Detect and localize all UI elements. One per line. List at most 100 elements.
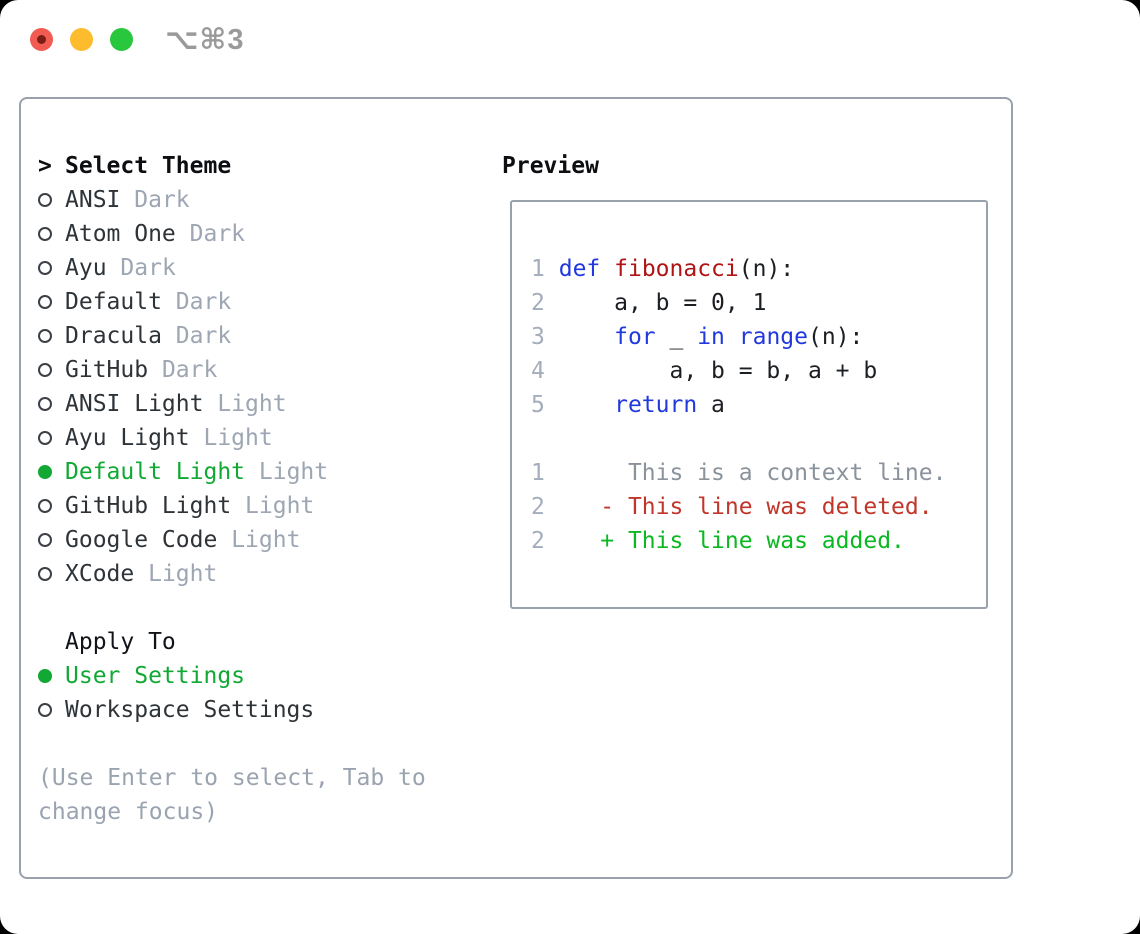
radio-icon [38, 295, 52, 309]
radio-icon [38, 499, 52, 513]
token-fn: fibonacci [614, 256, 739, 282]
option-label: GitHub Light [65, 493, 232, 519]
option-label: Workspace Settings [65, 697, 315, 723]
diff-line: 2 - This line was deleted. [531, 490, 986, 524]
token-pl [600, 256, 614, 282]
token-del: - This line was deleted. [544, 494, 933, 520]
theme-option-google-code[interactable]: Google Code Light [38, 523, 482, 557]
option-label: Atom One [65, 221, 176, 247]
token-pl: a [697, 392, 725, 418]
token-kw: for [614, 324, 656, 350]
token-pl: (n): [738, 256, 795, 282]
token-pl [545, 256, 559, 282]
theme-option-ansi-light[interactable]: ANSI Light Light [38, 387, 482, 421]
token-num: 1 [531, 256, 545, 282]
theme-option-atom-one[interactable]: Atom One Dark [38, 217, 482, 251]
token-num: 5 [531, 392, 545, 418]
select-theme-title: Select Theme [65, 153, 232, 179]
theme-variant-label: Dark [161, 357, 218, 383]
radio-icon [38, 533, 52, 547]
apply-to-title: Apply To [65, 629, 176, 655]
theme-variant-label: Light [258, 459, 329, 485]
close-button[interactable] [30, 28, 53, 51]
option-label: Ayu [65, 255, 107, 281]
option-label: Dracula [65, 323, 162, 349]
help-text: (Use Enter to select, Tab to change focu… [38, 765, 426, 825]
radio-icon [38, 397, 52, 411]
theme-option-github[interactable]: GitHub Dark [38, 353, 482, 387]
theme-option-default[interactable]: Default Dark [38, 285, 482, 319]
theme-option-dracula[interactable]: Dracula Dark [38, 319, 482, 353]
radio-selected-icon [38, 465, 52, 479]
token-pl [725, 324, 739, 350]
apply-option-workspace-settings[interactable]: Workspace Settings [38, 693, 482, 727]
theme-option-default-light[interactable]: Default Light Light [38, 455, 482, 489]
select-theme-header: > Select Theme [38, 149, 482, 183]
token-ctx: This is a context line. [544, 460, 947, 486]
option-label: ANSI Light [65, 391, 204, 417]
option-label: User Settings [65, 663, 246, 689]
theme-variant-label: Dark [134, 187, 190, 213]
theme-option-xcode[interactable]: XCode Light [38, 557, 482, 591]
option-label: ANSI [65, 187, 121, 213]
spacer [531, 422, 986, 456]
apply-option-user-settings[interactable]: User Settings [38, 659, 482, 693]
token-kw: range [738, 324, 809, 350]
theme-variant-label: Light [217, 391, 287, 417]
theme-variant-label: Dark [189, 221, 246, 247]
token-num: 4 [531, 358, 545, 384]
theme-option-ayu-light[interactable]: Ayu Light Light [38, 421, 482, 455]
theme-option-github-light[interactable]: GitHub Light Light [38, 489, 482, 523]
token-kw: in [697, 324, 725, 350]
theme-variant-label: Light [203, 425, 273, 451]
code-line: 4 a, b = b, a + b [531, 354, 986, 388]
spacer [38, 727, 482, 761]
token-num: 2 [531, 290, 545, 316]
spacer [38, 591, 482, 625]
code-line: 3 for _ in range(n): [531, 320, 986, 354]
token-pl: a, b = 0, 1 [544, 290, 767, 316]
option-label: GitHub [65, 357, 149, 383]
option-label: Ayu Light [65, 425, 190, 451]
theme-variant-label: Dark [175, 289, 232, 315]
diff-line: 2 + This line was added. [531, 524, 986, 558]
option-label: Default [65, 289, 162, 315]
token-num: 2 [531, 494, 545, 520]
theme-variant-label: Light [148, 561, 218, 587]
radio-icon [38, 703, 52, 717]
diff-line: 1 This is a context line. [531, 456, 986, 490]
minimize-button[interactable] [70, 28, 93, 51]
diff-preview: 1 This is a context line.2 - This line w… [531, 456, 986, 558]
zoom-button[interactable] [110, 28, 133, 51]
theme-variant-label: Light [231, 527, 301, 553]
radio-icon [38, 193, 52, 207]
apply-to-header: Apply To [38, 625, 482, 659]
token-pl: (n): [808, 324, 864, 350]
token-num: 3 [531, 324, 545, 350]
token-pl: _ [655, 324, 698, 350]
token-pl [545, 324, 614, 350]
theme-variant-label: Dark [120, 255, 176, 281]
token-pl: a, b = b, a + b [544, 358, 878, 384]
option-label: Google Code [65, 527, 218, 553]
radio-selected-icon [38, 669, 52, 683]
theme-option-ansi[interactable]: ANSI Dark [38, 183, 482, 217]
radio-icon [38, 261, 52, 275]
radio-icon [38, 567, 52, 581]
prompt-caret-icon: > [38, 153, 52, 179]
preview-title: Preview [502, 153, 599, 179]
option-label: Default Light [65, 459, 246, 485]
theme-variant-label: Dark [175, 323, 232, 349]
theme-option-ayu[interactable]: Ayu Dark [38, 251, 482, 285]
code-line: 5 return a [531, 388, 986, 422]
token-num: 1 [531, 460, 545, 486]
token-pl [545, 392, 614, 418]
theme-variant-label: Light [245, 493, 315, 519]
